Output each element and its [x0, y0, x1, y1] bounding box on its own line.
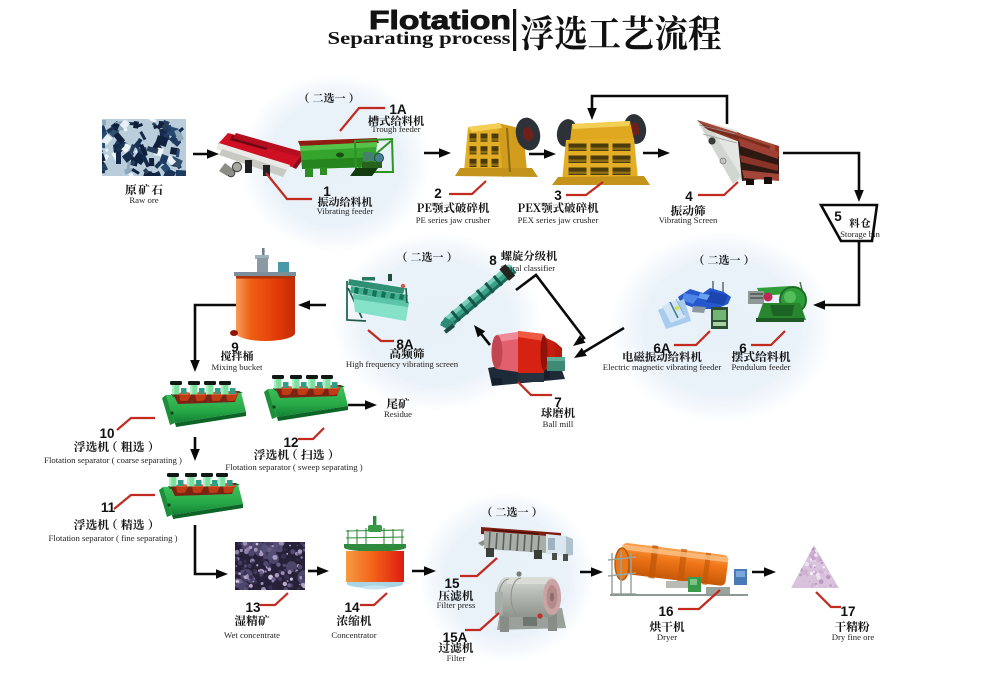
svg-text:Pendulum feeder: Pendulum feeder: [731, 362, 790, 372]
svg-text:1A: 1A: [389, 102, 407, 117]
svg-text:6: 6: [739, 341, 747, 356]
svg-text:6A: 6A: [653, 341, 671, 356]
svg-text:Flotation separator ( sweep se: Flotation separator ( sweep separating ): [225, 462, 362, 472]
svg-text:Trough feeder: Trough feeder: [371, 124, 420, 134]
svg-text:11: 11: [101, 500, 116, 515]
svg-text:Flotation: Flotation: [369, 5, 511, 35]
svg-text:Flotation separator ( coarse s: Flotation separator ( coarse separating …: [44, 455, 182, 465]
svg-text:13: 13: [245, 600, 261, 615]
svg-text:10: 10: [99, 426, 114, 441]
svg-text:15A: 15A: [443, 630, 468, 645]
svg-text:4: 4: [685, 189, 693, 204]
svg-text:Separating process: Separating process: [328, 28, 511, 48]
svg-text:Dry fine ore: Dry fine ore: [832, 632, 875, 642]
svg-text:Filter press: Filter press: [437, 600, 476, 610]
svg-text:Vibrating feeder: Vibrating feeder: [317, 206, 374, 216]
svg-text:Vibrating Screen: Vibrating Screen: [659, 215, 718, 225]
svg-text:1: 1: [323, 184, 331, 199]
svg-text:8A: 8A: [396, 337, 414, 352]
svg-text:Mixing bucket: Mixing bucket: [212, 362, 263, 372]
svg-text:7: 7: [554, 395, 562, 410]
svg-text:16: 16: [658, 604, 674, 619]
svg-text:Spiral classifier: Spiral classifier: [501, 263, 555, 273]
svg-text:Concentrator: Concentrator: [331, 630, 376, 640]
svg-text:5: 5: [834, 209, 842, 224]
svg-text:Flotation separator ( fine sep: Flotation separator ( fine separating ): [48, 533, 177, 543]
svg-text:8: 8: [489, 253, 497, 268]
svg-text:Dryer: Dryer: [657, 632, 677, 642]
svg-text:Storage bin: Storage bin: [840, 229, 880, 239]
svg-text:17: 17: [840, 604, 855, 619]
svg-text:Electric magnetic vibrating fe: Electric magnetic vibrating feeder: [603, 362, 722, 372]
svg-text:2: 2: [434, 186, 442, 201]
svg-text:Ball mill: Ball mill: [543, 419, 574, 429]
svg-text:Wet concentrate: Wet concentrate: [224, 630, 280, 640]
svg-text:Raw ore: Raw ore: [129, 195, 158, 205]
svg-text:3: 3: [554, 188, 562, 203]
svg-text:PEX series jaw crusher: PEX series jaw crusher: [518, 215, 599, 225]
svg-text:14: 14: [344, 600, 360, 615]
svg-text:Residue: Residue: [384, 409, 412, 419]
svg-text:PE series jaw crusher: PE series jaw crusher: [416, 215, 491, 225]
svg-text:12: 12: [283, 435, 298, 450]
svg-text:15: 15: [444, 576, 460, 591]
svg-text:Filter: Filter: [447, 653, 466, 663]
svg-text:9: 9: [231, 340, 239, 355]
svg-text:High frequency vibrating scree: High frequency vibrating screen: [346, 359, 459, 369]
